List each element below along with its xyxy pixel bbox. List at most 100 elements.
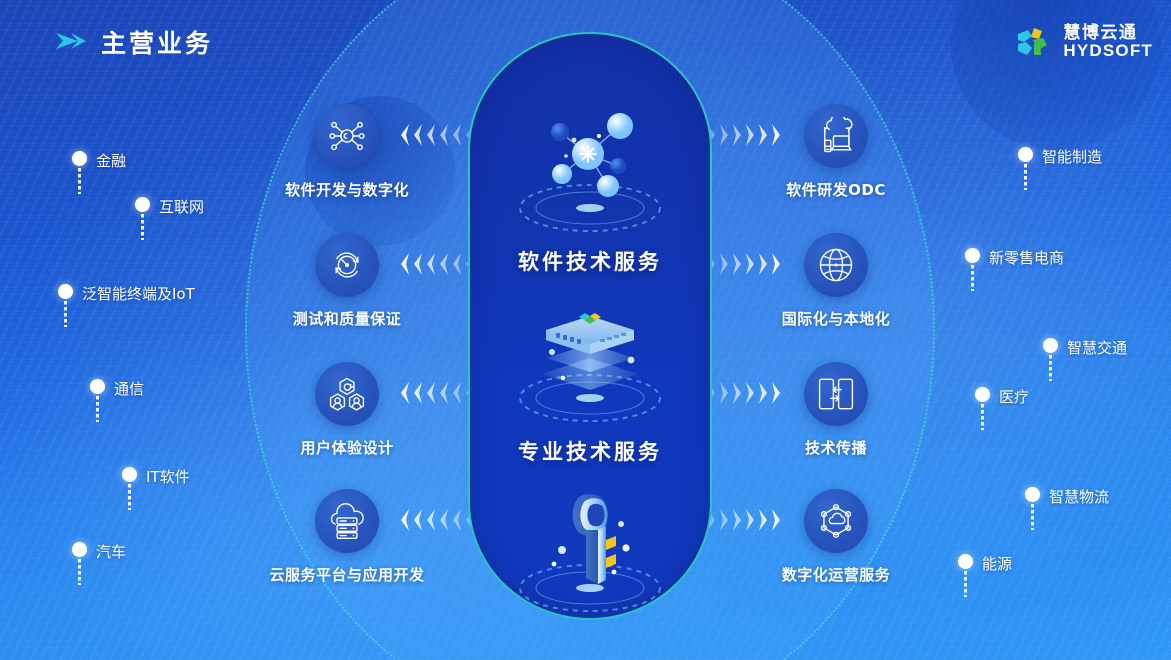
hydsoft-logo-icon [1018, 28, 1048, 55]
chevron-right-icon [720, 382, 728, 404]
tag-pin-icon [72, 151, 87, 194]
industry-tag-right-4[interactable]: 智慧物流 [1025, 486, 1110, 530]
service-left-2[interactable]: 用户体验设计 [252, 362, 442, 458]
tag-pin-icon [958, 554, 973, 597]
center-service-2[interactable]: 产品与解决方案 [470, 476, 710, 618]
industry-tag-right-1[interactable]: 新零售电商 [965, 247, 1065, 291]
chevron-right-icon [720, 124, 728, 146]
industry-tag-left-1[interactable]: 互联网 [135, 196, 205, 240]
center-service-0[interactable]: 软件技术服务 [470, 96, 710, 276]
chevron-left-icon [427, 382, 435, 404]
chevron-left-icon [440, 253, 448, 275]
service-left-1[interactable]: 测试和质量保证 [252, 233, 442, 329]
center-service-label: 专业技术服务 [518, 439, 662, 464]
chevron-left-icon [453, 509, 461, 531]
service-left-0[interactable]: 软件开发与数字化 [252, 104, 442, 200]
industry-tag-right-2[interactable]: 智慧交通 [1043, 337, 1128, 381]
industry-tag-label: 新零售电商 [989, 249, 1065, 267]
tag-pin-icon [122, 467, 137, 510]
chevron-left-icon [453, 382, 461, 404]
flow-arrow-left [398, 380, 487, 406]
cloud-devices-icon [804, 104, 868, 168]
chevron-right-icon [759, 124, 767, 146]
ux-users-icon [315, 362, 379, 426]
industry-tag-label: 智慧交通 [1067, 339, 1128, 357]
industry-tag-label: 智能制造 [1042, 148, 1103, 166]
tag-pin-icon [72, 542, 87, 585]
chevron-right-icon [746, 382, 754, 404]
service-label: 云服务平台与应用开发 [269, 566, 425, 584]
chevron-right-icon [746, 253, 754, 275]
chevron-left-icon [401, 124, 409, 146]
tag-pin-icon [58, 284, 73, 327]
industry-tag-label: 智慧物流 [1049, 488, 1110, 506]
industry-tag-right-5[interactable]: 能源 [958, 553, 1013, 597]
industry-tag-label: 泛智能终端及IoT [82, 285, 195, 303]
device-transfer-icon [804, 362, 868, 426]
chevron-right-icon [759, 253, 767, 275]
chevron-left-icon [440, 124, 448, 146]
tag-pin-icon [1018, 147, 1033, 190]
chevron-right-icon [733, 253, 741, 275]
chevron-left-icon [427, 509, 435, 531]
chevron-right-icon [759, 509, 767, 531]
chevron-left-icon [414, 253, 422, 275]
industry-tag-left-2[interactable]: 泛智能终端及IoT [58, 283, 195, 327]
center-service-1[interactable]: 专业技术服务 [470, 286, 710, 466]
industry-tag-left-3[interactable]: 通信 [90, 378, 145, 422]
chevron-right-icon [772, 509, 780, 531]
brand-logo: 慧博云通 HYDSOFT [1014, 22, 1153, 62]
quality-cycle-icon [315, 233, 379, 297]
industry-tag-label: 汽车 [96, 543, 127, 561]
service-right-0[interactable]: 软件研发ODC [741, 104, 931, 200]
center-service-label: 软件技术服务 [518, 249, 662, 274]
service-right-1[interactable]: 国际化与本地化 [741, 233, 931, 329]
service-right-2[interactable]: 技术传播 [741, 362, 931, 458]
chevron-right-icon [772, 253, 780, 275]
center-capsule: 软件技术服务 [468, 32, 712, 620]
chevron-right-icon [733, 509, 741, 531]
chevron-right-mark-icon [56, 33, 86, 49]
chevron-left-icon [414, 509, 422, 531]
service-label: 国际化与本地化 [781, 310, 891, 328]
molecule-nodes-art [470, 96, 710, 246]
chevron-left-icon [414, 382, 422, 404]
chevron-left-icon [401, 253, 409, 275]
logo-text-en: HYDSOFT [1063, 41, 1153, 60]
industry-tag-left-4[interactable]: IT软件 [122, 466, 190, 510]
service-label: 软件研发ODC [786, 181, 886, 199]
service-label: 数字化运营服务 [781, 566, 891, 584]
chevron-right-icon [759, 382, 767, 404]
tag-pin-icon [90, 379, 105, 422]
industry-tag-label: 能源 [982, 555, 1013, 573]
chevron-left-icon [427, 253, 435, 275]
chevron-right-icon [733, 382, 741, 404]
industry-tag-label: 通信 [114, 380, 145, 398]
chevron-right-icon [746, 509, 754, 531]
page-title: 主营业务 [101, 29, 214, 58]
service-label: 测试和质量保证 [292, 310, 402, 328]
service-label: 软件开发与数字化 [284, 181, 409, 199]
network-nodes-icon [315, 104, 379, 168]
logo-text-cn: 慧博云通 [1063, 22, 1138, 43]
chevron-left-icon [440, 382, 448, 404]
service-left-3[interactable]: 云服务平台与应用开发 [252, 489, 442, 585]
tag-pin-icon [965, 248, 980, 291]
cloud-server-icon [315, 489, 379, 553]
industry-tag-right-3[interactable]: 医疗 [975, 386, 1029, 430]
tag-pin-icon [975, 387, 990, 430]
industry-tag-right-0[interactable]: 智能制造 [1018, 146, 1103, 190]
tag-pin-icon [1043, 338, 1058, 381]
chevron-left-icon [440, 509, 448, 531]
chevron-left-icon [414, 124, 422, 146]
industry-tag-left-5[interactable]: 汽车 [72, 541, 127, 585]
industry-tag-left-0[interactable]: 金融 [72, 150, 127, 194]
key-art [470, 476, 710, 618]
industry-tag-label: 互联网 [159, 198, 205, 216]
tag-pin-icon [135, 197, 150, 240]
service-right-3[interactable]: 数字化运营服务 [741, 489, 931, 585]
industry-tag-label: 金融 [96, 152, 127, 170]
chevron-right-icon [720, 509, 728, 531]
chevron-left-icon [401, 382, 409, 404]
